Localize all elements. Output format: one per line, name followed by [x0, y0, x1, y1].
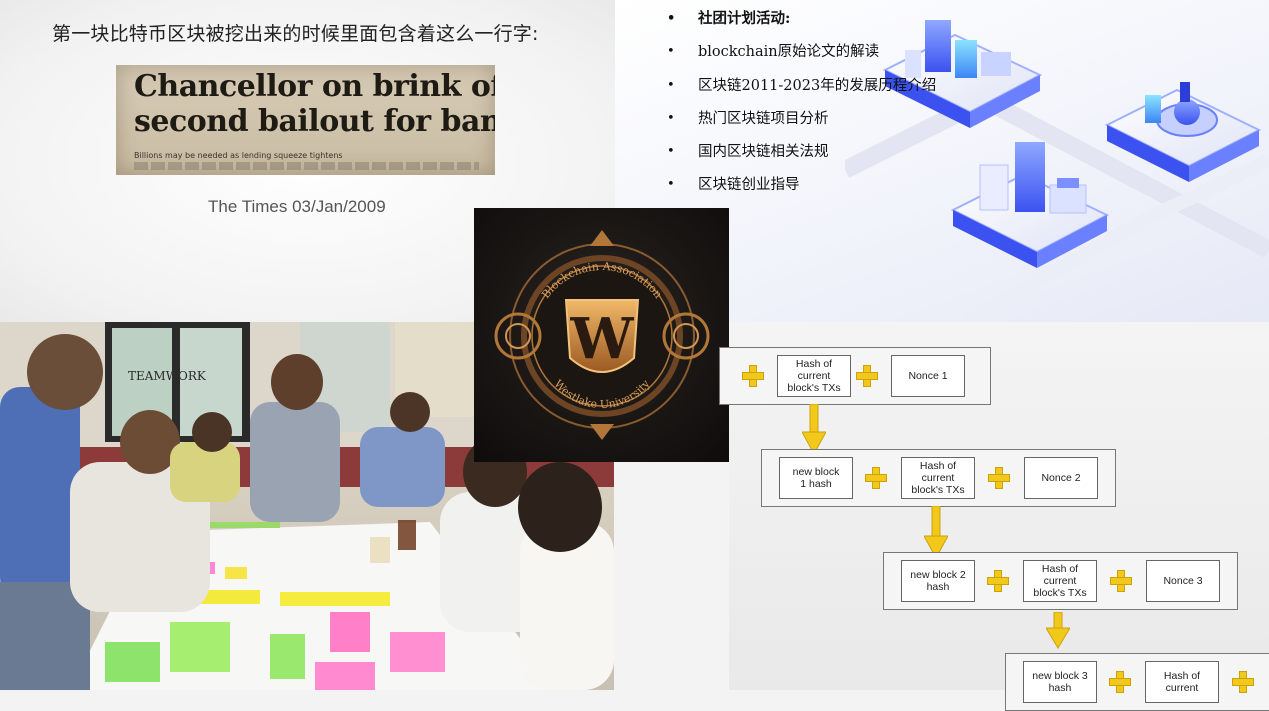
chain-row-1: Hash of current block's TXs Nonce 1 — [719, 347, 991, 405]
genesis-slide: 第一块比特币区块被挖出来的时候里面包含着这么一行字: Chancellor on… — [0, 0, 615, 322]
platform-right — [1104, 82, 1262, 182]
workshop-scene: TEAMWORK — [0, 322, 614, 690]
bullet: • — [667, 144, 675, 160]
plan-item: • 热门区块链项目分析 — [667, 108, 936, 141]
plus-icon — [987, 570, 1009, 592]
cell-nonce: Nonce 1 — [891, 355, 965, 397]
newspaper-clipping: Chancellor on brink of second bailout fo… — [116, 65, 495, 175]
newspaper-fineprint — [134, 162, 479, 170]
plus-icon — [1109, 671, 1131, 693]
plus-icon — [1232, 671, 1254, 693]
plan-item: • 区块链创业指导 — [667, 174, 936, 207]
bullet: • — [667, 77, 675, 93]
cell-tx-hash: Hash of current block's TXs — [777, 355, 851, 397]
plan-item-label: 国内区块链相关法规 — [698, 144, 829, 161]
times-caption: The Times 03/Jan/2009 — [208, 197, 386, 216]
bullet: • — [667, 110, 675, 126]
cell-prev-hash: new block 2 hash — [901, 560, 975, 602]
plan-item: • blockchain原始论文的解读 — [667, 41, 936, 74]
isometric-city-illustration — [845, 20, 1269, 322]
plan-list: • 社团计划活动: • blockchain原始论文的解读 • 区块链2011-202… — [667, 8, 936, 208]
plan-item-label: 区块链创业指导 — [698, 177, 800, 194]
plan-item: • 国内区块链相关法规 — [667, 141, 936, 174]
association-emblem: W Blockchain Association Westlake Univer… — [474, 208, 729, 462]
down-arrow-icon — [1046, 612, 1070, 649]
chain-row-4: new block 3 hash Hash of current — [1005, 653, 1269, 711]
down-arrow-icon — [802, 404, 826, 456]
plan-item-label: 热门区块链项目分析 — [698, 110, 829, 127]
block-chain-diagram: Hash of current block's TXs Nonce 1 new … — [719, 322, 1269, 711]
plus-icon — [1110, 570, 1132, 592]
cell-nonce: Nonce 3 — [1146, 560, 1220, 602]
cell-tx-hash: Hash of current block's TXs — [901, 457, 975, 499]
plus-icon — [856, 365, 878, 387]
plan-item-label: blockchain原始论文的解读 — [698, 44, 880, 61]
cell-nonce: Nonce 2 — [1024, 457, 1098, 499]
chain-row-3: new block 2 hash Hash of current block's… — [883, 552, 1238, 610]
plan-item-label: 区块链2011-2023年的发展历程介绍 — [698, 77, 937, 94]
plan-item-label: 社团计划活动: — [698, 10, 791, 27]
emblem-letter: W — [570, 306, 635, 372]
bullet: • — [667, 44, 675, 60]
platform-middle — [950, 142, 1110, 268]
workshop-photo: TEAMWORK — [0, 322, 614, 690]
person-patterned-shirt — [70, 410, 210, 612]
person-blue-dress-shirt — [360, 392, 445, 507]
cell-tx-hash: Hash of current block's TXs — [1023, 560, 1097, 602]
wall-text: TEAMWORK — [128, 369, 207, 383]
plan-item: • 区块链2011-2023年的发展历程介绍 — [667, 75, 936, 108]
cell-tx-hash: Hash of current — [1145, 661, 1219, 703]
newspaper-headline-line1: Chancellor on brink of — [134, 69, 495, 104]
bullet: • — [667, 11, 676, 26]
plus-icon — [742, 365, 764, 387]
cell-prev-hash: new block 1 hash — [779, 457, 853, 499]
chain-row-2: new block 1 hash Hash of current block's… — [761, 449, 1116, 507]
plus-icon — [988, 467, 1010, 489]
cell-prev-hash: new block 3 hash — [1023, 661, 1097, 703]
bullet: • — [667, 177, 675, 193]
emblem-graphic: W Blockchain Association Westlake Univer… — [494, 230, 710, 440]
platform-top — [882, 20, 1043, 128]
newspaper-subline: Billions may be needed as lending squeez… — [134, 151, 343, 160]
newspaper-headline-line2: second bailout for banks — [134, 104, 495, 139]
plan-slide: • 社团计划活动: • blockchain原始论文的解读 • 区块链2011-202… — [615, 0, 1269, 322]
person-blue-shirt — [0, 387, 80, 597]
person-yellow-shirt — [170, 412, 240, 502]
plus-icon — [865, 467, 887, 489]
genesis-heading: 第一块比特币区块被挖出来的时候里面包含着这么一行字: — [52, 23, 539, 45]
plan-item: • 社团计划活动: — [667, 8, 936, 41]
down-arrow-icon — [924, 506, 948, 560]
person-plaid-shirt — [250, 354, 340, 522]
